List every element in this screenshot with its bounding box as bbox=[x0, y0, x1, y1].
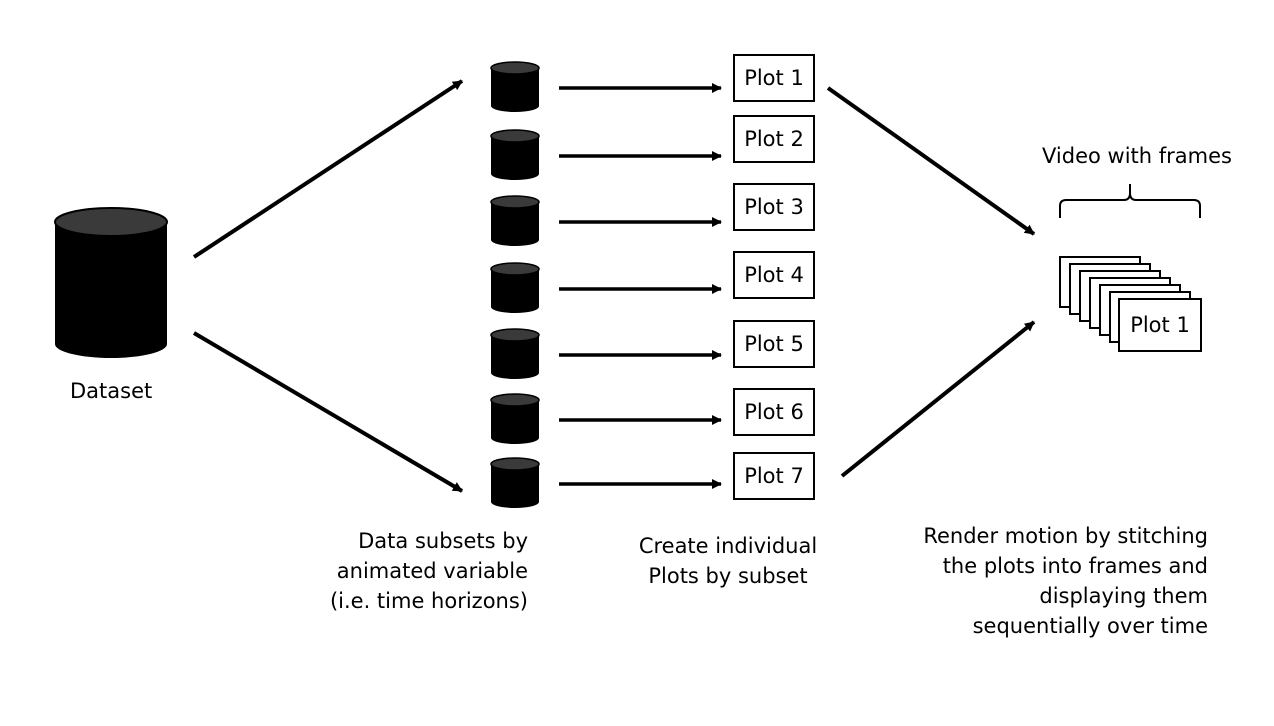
subset-cylinder-icon bbox=[490, 262, 540, 313]
dataset-cylinder-icon bbox=[54, 207, 168, 358]
arrow-dataset-to-subset-7 bbox=[192, 331, 464, 493]
plot-box-5: Plot 5 bbox=[733, 320, 815, 368]
subset-cylinder-icon bbox=[490, 195, 540, 246]
subsets-caption-line: Data subsets by bbox=[358, 529, 528, 553]
plots-caption-line: Plots by subset bbox=[648, 564, 808, 588]
plot-box-4: Plot 4 bbox=[733, 251, 815, 299]
subsets-caption: Data subsets by animated variable (i.e. … bbox=[300, 526, 528, 616]
subset-cylinder-icon bbox=[490, 328, 540, 379]
plot-box-3: Plot 3 bbox=[733, 183, 815, 231]
render-caption-line: Render motion by stitching bbox=[923, 524, 1208, 548]
dataset-label: Dataset bbox=[70, 379, 153, 403]
video-frame-front: Plot 1 bbox=[1118, 298, 1202, 352]
subset-to-plot-arrows bbox=[559, 83, 722, 489]
render-caption-line: sequentially over time bbox=[972, 614, 1208, 638]
plot-box-7: Plot 7 bbox=[733, 452, 815, 500]
plots-caption-line: Create individual bbox=[638, 534, 818, 558]
render-caption-line: displaying them bbox=[1039, 584, 1208, 608]
plot-box-2: Plot 2 bbox=[733, 115, 815, 163]
arrow-plot7-to-video bbox=[840, 320, 1036, 478]
plot-box-1: Plot 1 bbox=[733, 54, 815, 102]
subset-cylinder-icon bbox=[490, 393, 540, 444]
arrow-plot1-to-video bbox=[826, 86, 1036, 236]
plots-caption: Create individual Plots by subset bbox=[620, 531, 836, 591]
subset-cylinder-icon bbox=[490, 61, 540, 112]
render-caption: Render motion by stitching the plots int… bbox=[900, 521, 1208, 641]
video-brace bbox=[1059, 184, 1201, 218]
subsets-caption-line: (i.e. time horizons) bbox=[329, 589, 528, 613]
subset-cylinder-icon bbox=[490, 129, 540, 180]
render-caption-line: the plots into frames and bbox=[942, 554, 1208, 578]
subset-cylinders bbox=[490, 61, 540, 508]
video-label: Video with frames bbox=[1042, 144, 1232, 168]
subsets-caption-line: animated variable bbox=[336, 559, 528, 583]
plot-box-6: Plot 6 bbox=[733, 388, 815, 436]
arrow-dataset-to-subset-1 bbox=[192, 79, 464, 259]
subset-cylinder-icon bbox=[490, 457, 540, 508]
